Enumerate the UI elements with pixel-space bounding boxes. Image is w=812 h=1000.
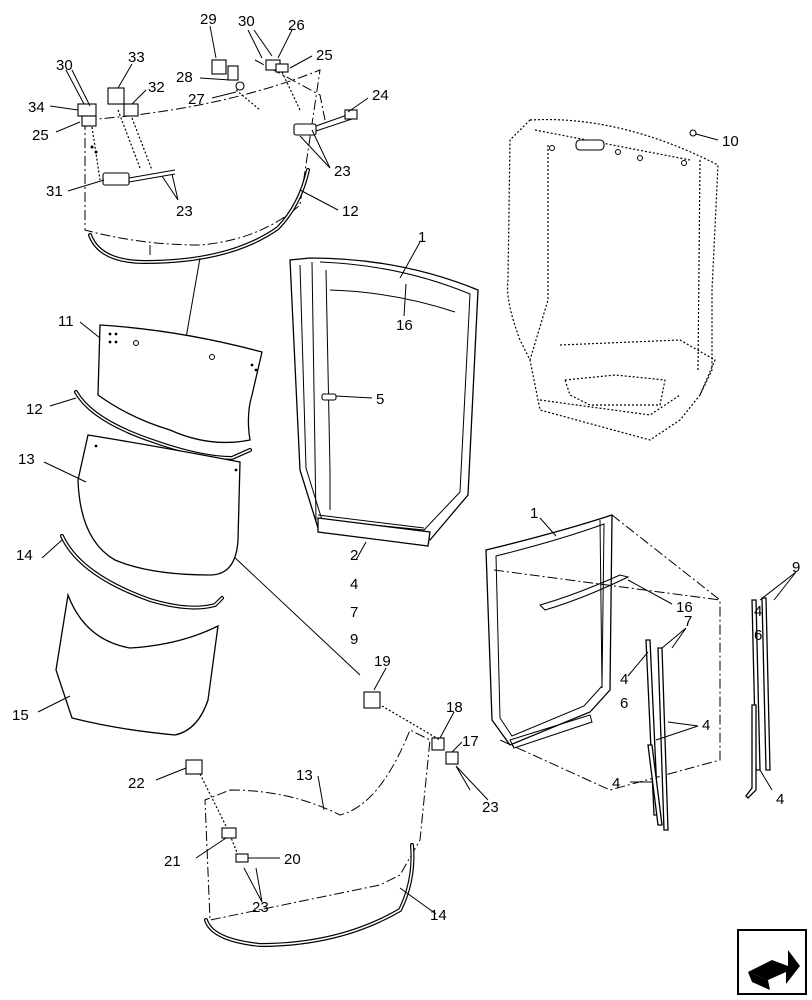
callout-21: 21 <box>164 853 181 870</box>
callout-11: 11 <box>58 313 74 330</box>
door-right <box>485 514 771 831</box>
callout-25: 25 <box>32 127 49 144</box>
upper-windshield-assembly <box>77 59 358 265</box>
seal-14 <box>60 534 224 610</box>
callout-19: 19 <box>374 653 391 670</box>
windshield-glass-15 <box>55 592 219 736</box>
callout-16: 16 <box>676 599 693 616</box>
callout-4: 4 <box>776 791 784 808</box>
callout-12: 12 <box>26 401 43 418</box>
callout-29: 29 <box>200 11 217 28</box>
callout-25: 25 <box>316 47 333 64</box>
callout-2: 2 <box>350 547 358 564</box>
callout-23: 23 <box>176 203 193 220</box>
callout-12: 12 <box>342 203 359 220</box>
callout-4: 4 <box>620 671 628 688</box>
callout-33: 33 <box>128 49 145 66</box>
callout-30: 30 <box>56 57 73 74</box>
callout-34: 34 <box>28 99 45 116</box>
callout-20: 20 <box>284 851 301 868</box>
callout-13: 13 <box>296 767 313 784</box>
lower-door-assembly <box>185 691 459 948</box>
callout-5: 5 <box>376 391 384 408</box>
callout-16: 16 <box>396 317 413 334</box>
callout-4: 4 <box>612 775 620 792</box>
callout-23: 23 <box>252 899 269 916</box>
cab-frame <box>506 118 719 441</box>
callout-28: 28 <box>176 69 193 86</box>
callout-23: 23 <box>482 799 499 816</box>
callout-15: 15 <box>12 707 29 724</box>
callout-4: 4 <box>702 717 710 734</box>
callout-14: 14 <box>16 547 33 564</box>
callout-9: 9 <box>350 631 358 648</box>
callout-27: 27 <box>188 91 205 108</box>
door-frame-center <box>289 257 479 547</box>
callout-32: 32 <box>148 79 165 96</box>
callout-31: 31 <box>46 183 63 200</box>
callout-23: 23 <box>334 163 351 180</box>
callout-7: 7 <box>350 604 358 621</box>
callout-13: 13 <box>18 451 35 468</box>
windshield-glass-lower <box>77 434 241 576</box>
callout-labels: 30 34 25 33 32 29 30 26 25 28 27 24 23 3… <box>12 11 800 924</box>
leader-lines <box>37 25 797 915</box>
callout-6: 6 <box>754 627 762 644</box>
callout-4: 4 <box>350 576 358 593</box>
callout-14: 14 <box>430 907 447 924</box>
callout-30: 30 <box>238 13 255 30</box>
callout-10: 10 <box>722 133 739 150</box>
callout-7: 7 <box>684 613 692 630</box>
callout-18: 18 <box>446 699 463 716</box>
callout-24: 24 <box>372 87 389 104</box>
arrow-next-icon[interactable] <box>737 929 807 995</box>
callout-6: 6 <box>620 695 628 712</box>
callout-22: 22 <box>128 775 145 792</box>
windshield-glass-upper <box>97 324 263 444</box>
callout-26: 26 <box>288 17 305 34</box>
callout-1: 1 <box>530 505 538 522</box>
callout-17: 17 <box>462 733 479 750</box>
callout-4: 4 <box>754 603 762 620</box>
callout-1: 1 <box>418 229 426 246</box>
callout-9: 9 <box>792 559 800 576</box>
